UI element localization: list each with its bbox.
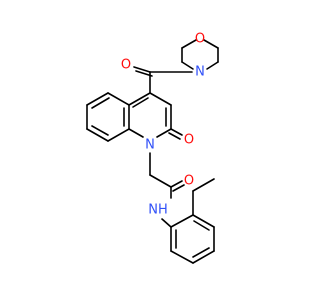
bond — [149, 92, 172, 106]
bond — [128, 92, 151, 106]
molecule-drawing: O N O N O O NH — [86, 32, 219, 264]
bond — [128, 128, 144, 138]
bond — [170, 250, 194, 264]
atom-label-oxygen: O — [195, 32, 205, 47]
bond — [192, 247, 210, 258]
atom-label-nitrogen: N — [145, 138, 155, 153]
atom-label-nitrogen: N — [195, 65, 205, 80]
bond — [181, 39, 197, 49]
bond — [203, 39, 219, 49]
bond — [170, 128, 183, 136]
bond — [91, 125, 109, 136]
bond-layer — [86, 39, 219, 264]
atom-label-layer: O N O N O O NH — [121, 32, 205, 218]
bond — [149, 174, 172, 188]
bond — [206, 61, 219, 70]
bond — [181, 61, 194, 70]
bond — [192, 250, 215, 264]
bond — [192, 214, 215, 228]
bond — [107, 128, 130, 142]
bond — [132, 97, 149, 108]
structure-canvas: O N O N O O NH — [86, 31, 219, 264]
bond — [170, 214, 194, 228]
atom-label-oxygen: O — [121, 58, 131, 73]
atom-label-oxygen: O — [184, 133, 194, 148]
bond — [86, 92, 109, 106]
atom-label-nh: NH — [148, 203, 168, 218]
bond — [193, 220, 210, 231]
bond — [170, 180, 183, 188]
bond — [107, 92, 130, 106]
bond — [161, 218, 172, 228]
atom-label-oxygen: O — [184, 174, 194, 189]
bond — [168, 132, 181, 140]
bond — [192, 178, 215, 192]
bond — [172, 184, 185, 192]
bond — [86, 128, 109, 142]
bond — [133, 66, 151, 73]
bond — [91, 97, 110, 109]
bond — [156, 128, 172, 138]
